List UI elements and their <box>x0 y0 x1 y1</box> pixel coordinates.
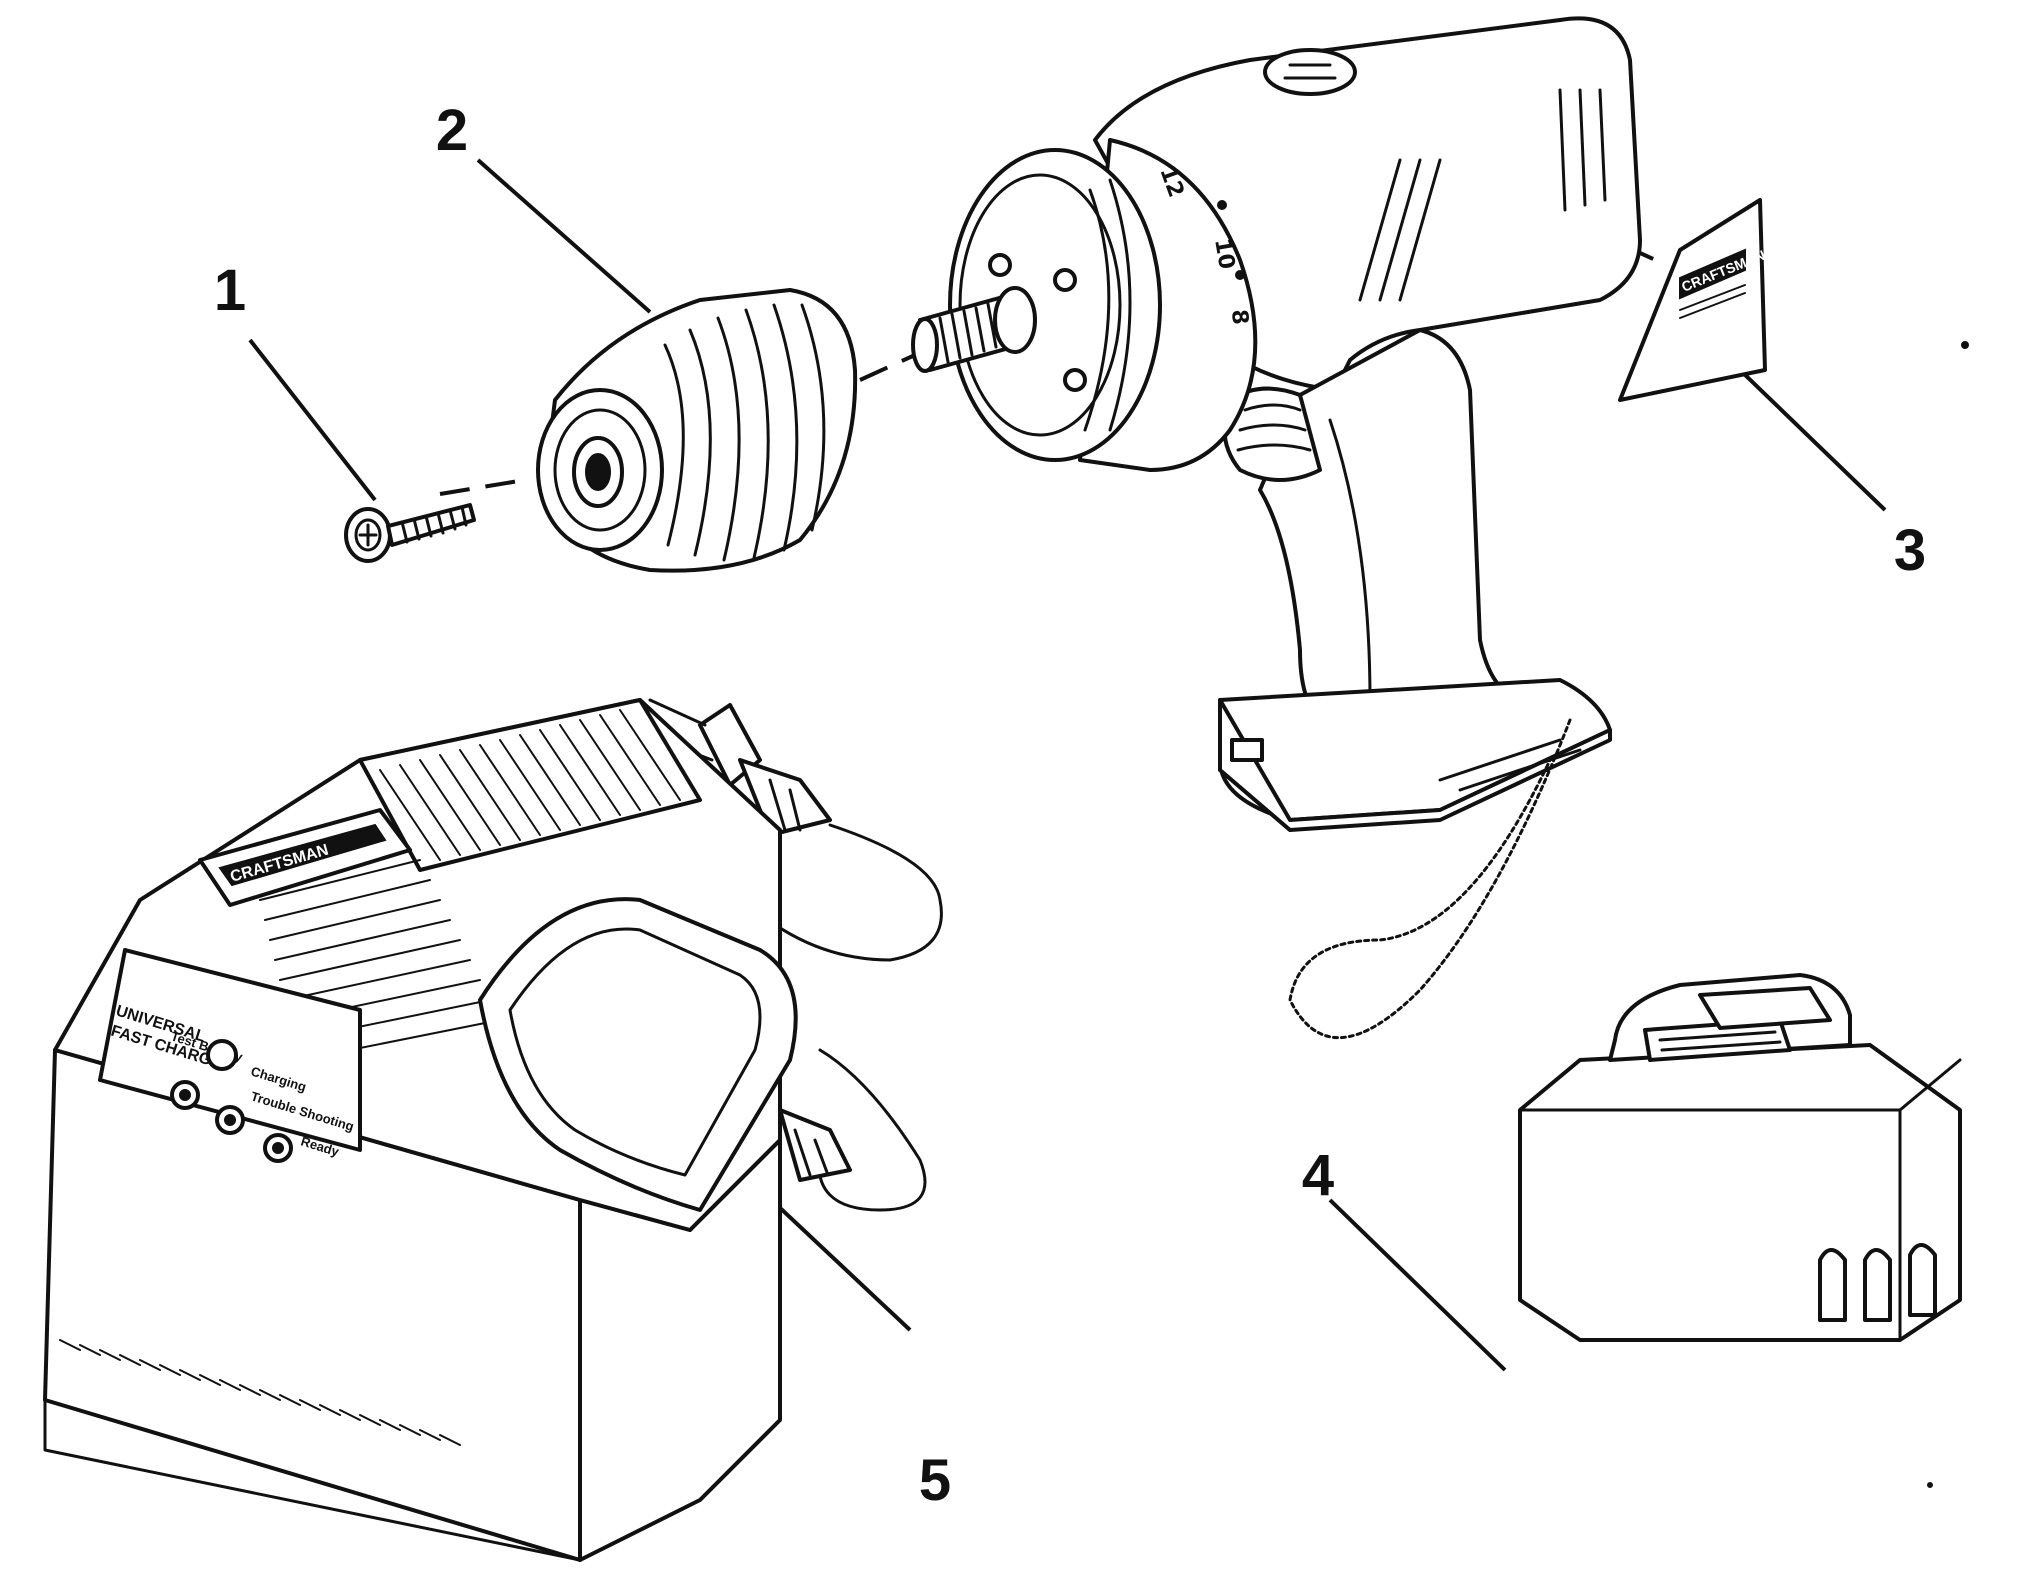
test-battery-button <box>206 1039 238 1071</box>
face-screw-3 <box>1063 368 1087 392</box>
callout-3: 3 <box>1894 518 1926 583</box>
screw <box>344 503 476 563</box>
leader-line-1 <box>248 338 377 502</box>
drill-driver: 12 10 8 <box>911 16 1642 832</box>
assembly-dash-screw <box>439 478 526 496</box>
callout-1: 1 <box>214 258 246 323</box>
leader-line-2 <box>476 158 652 314</box>
face-screw-2 <box>1053 268 1077 292</box>
nameplate: CRAFTSMAN <box>1618 198 1767 402</box>
charger: CRAFTSMAN UNIVERSAL FAST CHARGE Test Bat… <box>43 698 943 1562</box>
battery-pack <box>1518 973 1962 1342</box>
charger-battery-pocket <box>478 897 798 1212</box>
battery-seat-side <box>1218 698 1612 832</box>
assembly-dash-chuck <box>859 353 916 382</box>
latch-slot <box>1230 738 1264 762</box>
drill-front-face <box>948 148 1162 462</box>
leader-line-3 <box>1738 368 1887 512</box>
trigger <box>1222 386 1322 482</box>
output-cord <box>817 1048 927 1212</box>
forward-reverse-switch <box>1263 48 1357 96</box>
callout-2: 2 <box>436 98 468 163</box>
leader-line-4 <box>1328 1198 1507 1372</box>
charger-cord-strain-relief <box>778 1108 852 1182</box>
stray-mark-2 <box>1927 1482 1933 1488</box>
clutch-mark-8: 8 <box>1226 308 1252 325</box>
wrist-strap <box>1288 718 1572 1039</box>
battery-terminal-rail <box>1698 986 1832 1030</box>
stray-mark <box>1961 341 1969 349</box>
drill-handle <box>1258 328 1522 722</box>
callout-4: 4 <box>1302 1143 1334 1208</box>
face-screw-1 <box>988 253 1012 277</box>
callout-5: 5 <box>919 1448 951 1513</box>
battery-body <box>1518 1043 1962 1342</box>
screw-shank <box>386 503 476 547</box>
nameplate-plate <box>1618 198 1767 402</box>
clutch-mark-10: 10 <box>1209 237 1239 272</box>
keyless-chuck <box>536 288 858 573</box>
